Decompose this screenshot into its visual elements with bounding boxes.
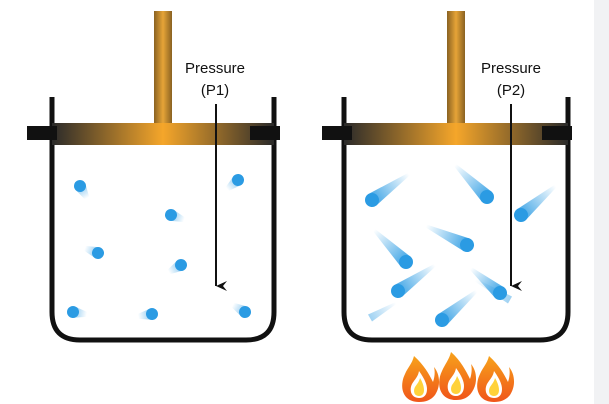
right-cylinder: Pressure (P2)	[322, 11, 572, 402]
molecule	[454, 164, 494, 204]
molecule	[225, 174, 244, 191]
molecule	[514, 184, 557, 222]
right-pressure-label-line2: (P2)	[497, 82, 525, 99]
left-seal-left	[27, 126, 57, 140]
molecule	[391, 263, 436, 298]
molecule	[167, 259, 187, 275]
flame-icon	[402, 356, 440, 402]
molecule	[165, 209, 186, 223]
molecule	[474, 278, 512, 304]
flames	[402, 352, 515, 402]
molecule	[137, 308, 158, 320]
right-edge-strip	[594, 0, 609, 404]
right-seal-left	[322, 126, 352, 140]
left-cylinder: Pressure (P1)	[27, 11, 280, 343]
molecule	[425, 224, 474, 252]
right-piston-rod	[447, 11, 465, 123]
right-pressure-label-line1: Pressure	[481, 60, 541, 77]
right-molecules	[365, 164, 557, 327]
left-piston-plate	[52, 123, 274, 145]
molecule	[373, 229, 413, 269]
left-molecules	[67, 174, 251, 320]
molecule	[67, 306, 88, 318]
left-vessel	[49, 97, 277, 343]
molecule	[83, 245, 104, 259]
molecule	[365, 172, 410, 207]
flame-icon	[439, 352, 477, 400]
molecule	[231, 302, 251, 318]
right-vessel	[341, 97, 571, 343]
molecule	[368, 302, 397, 322]
right-seal-right	[542, 126, 572, 140]
left-pressure-label-line2: (P1)	[201, 82, 229, 99]
right-piston-plate	[344, 123, 568, 145]
flame-icon	[477, 356, 515, 402]
left-seal-right	[250, 126, 280, 140]
molecule	[435, 289, 478, 327]
left-pressure-label-line1: Pressure	[185, 60, 245, 77]
molecule	[74, 180, 90, 200]
left-piston-rod	[154, 11, 172, 123]
